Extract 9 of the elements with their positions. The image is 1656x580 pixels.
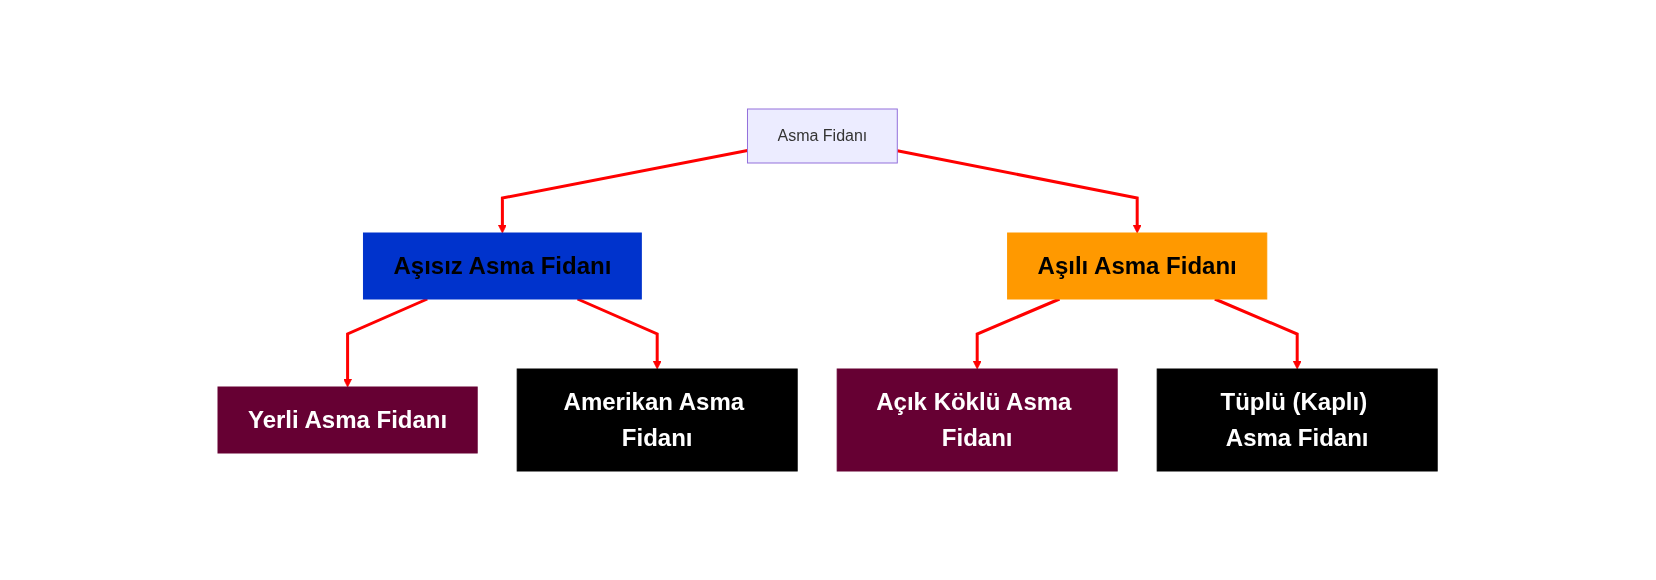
- node-box: Tüplü (Kaplı) Asma Fidanı: [1157, 368, 1439, 472]
- arrow: [897, 149, 1142, 234]
- node-box: Aşılı Asma Fidanı: [1007, 232, 1268, 300]
- arrow: [498, 149, 749, 234]
- node-box: Açık Köklü Asma Fidanı: [837, 368, 1119, 472]
- node-box: Yerli Asma Fidanı: [217, 386, 479, 454]
- node-box: Aşısız Asma Fidanı: [363, 232, 643, 300]
- node-box: Amerikan Asma Fidanı: [517, 368, 799, 472]
- node-box: Asma Fidanı: [747, 108, 899, 164]
